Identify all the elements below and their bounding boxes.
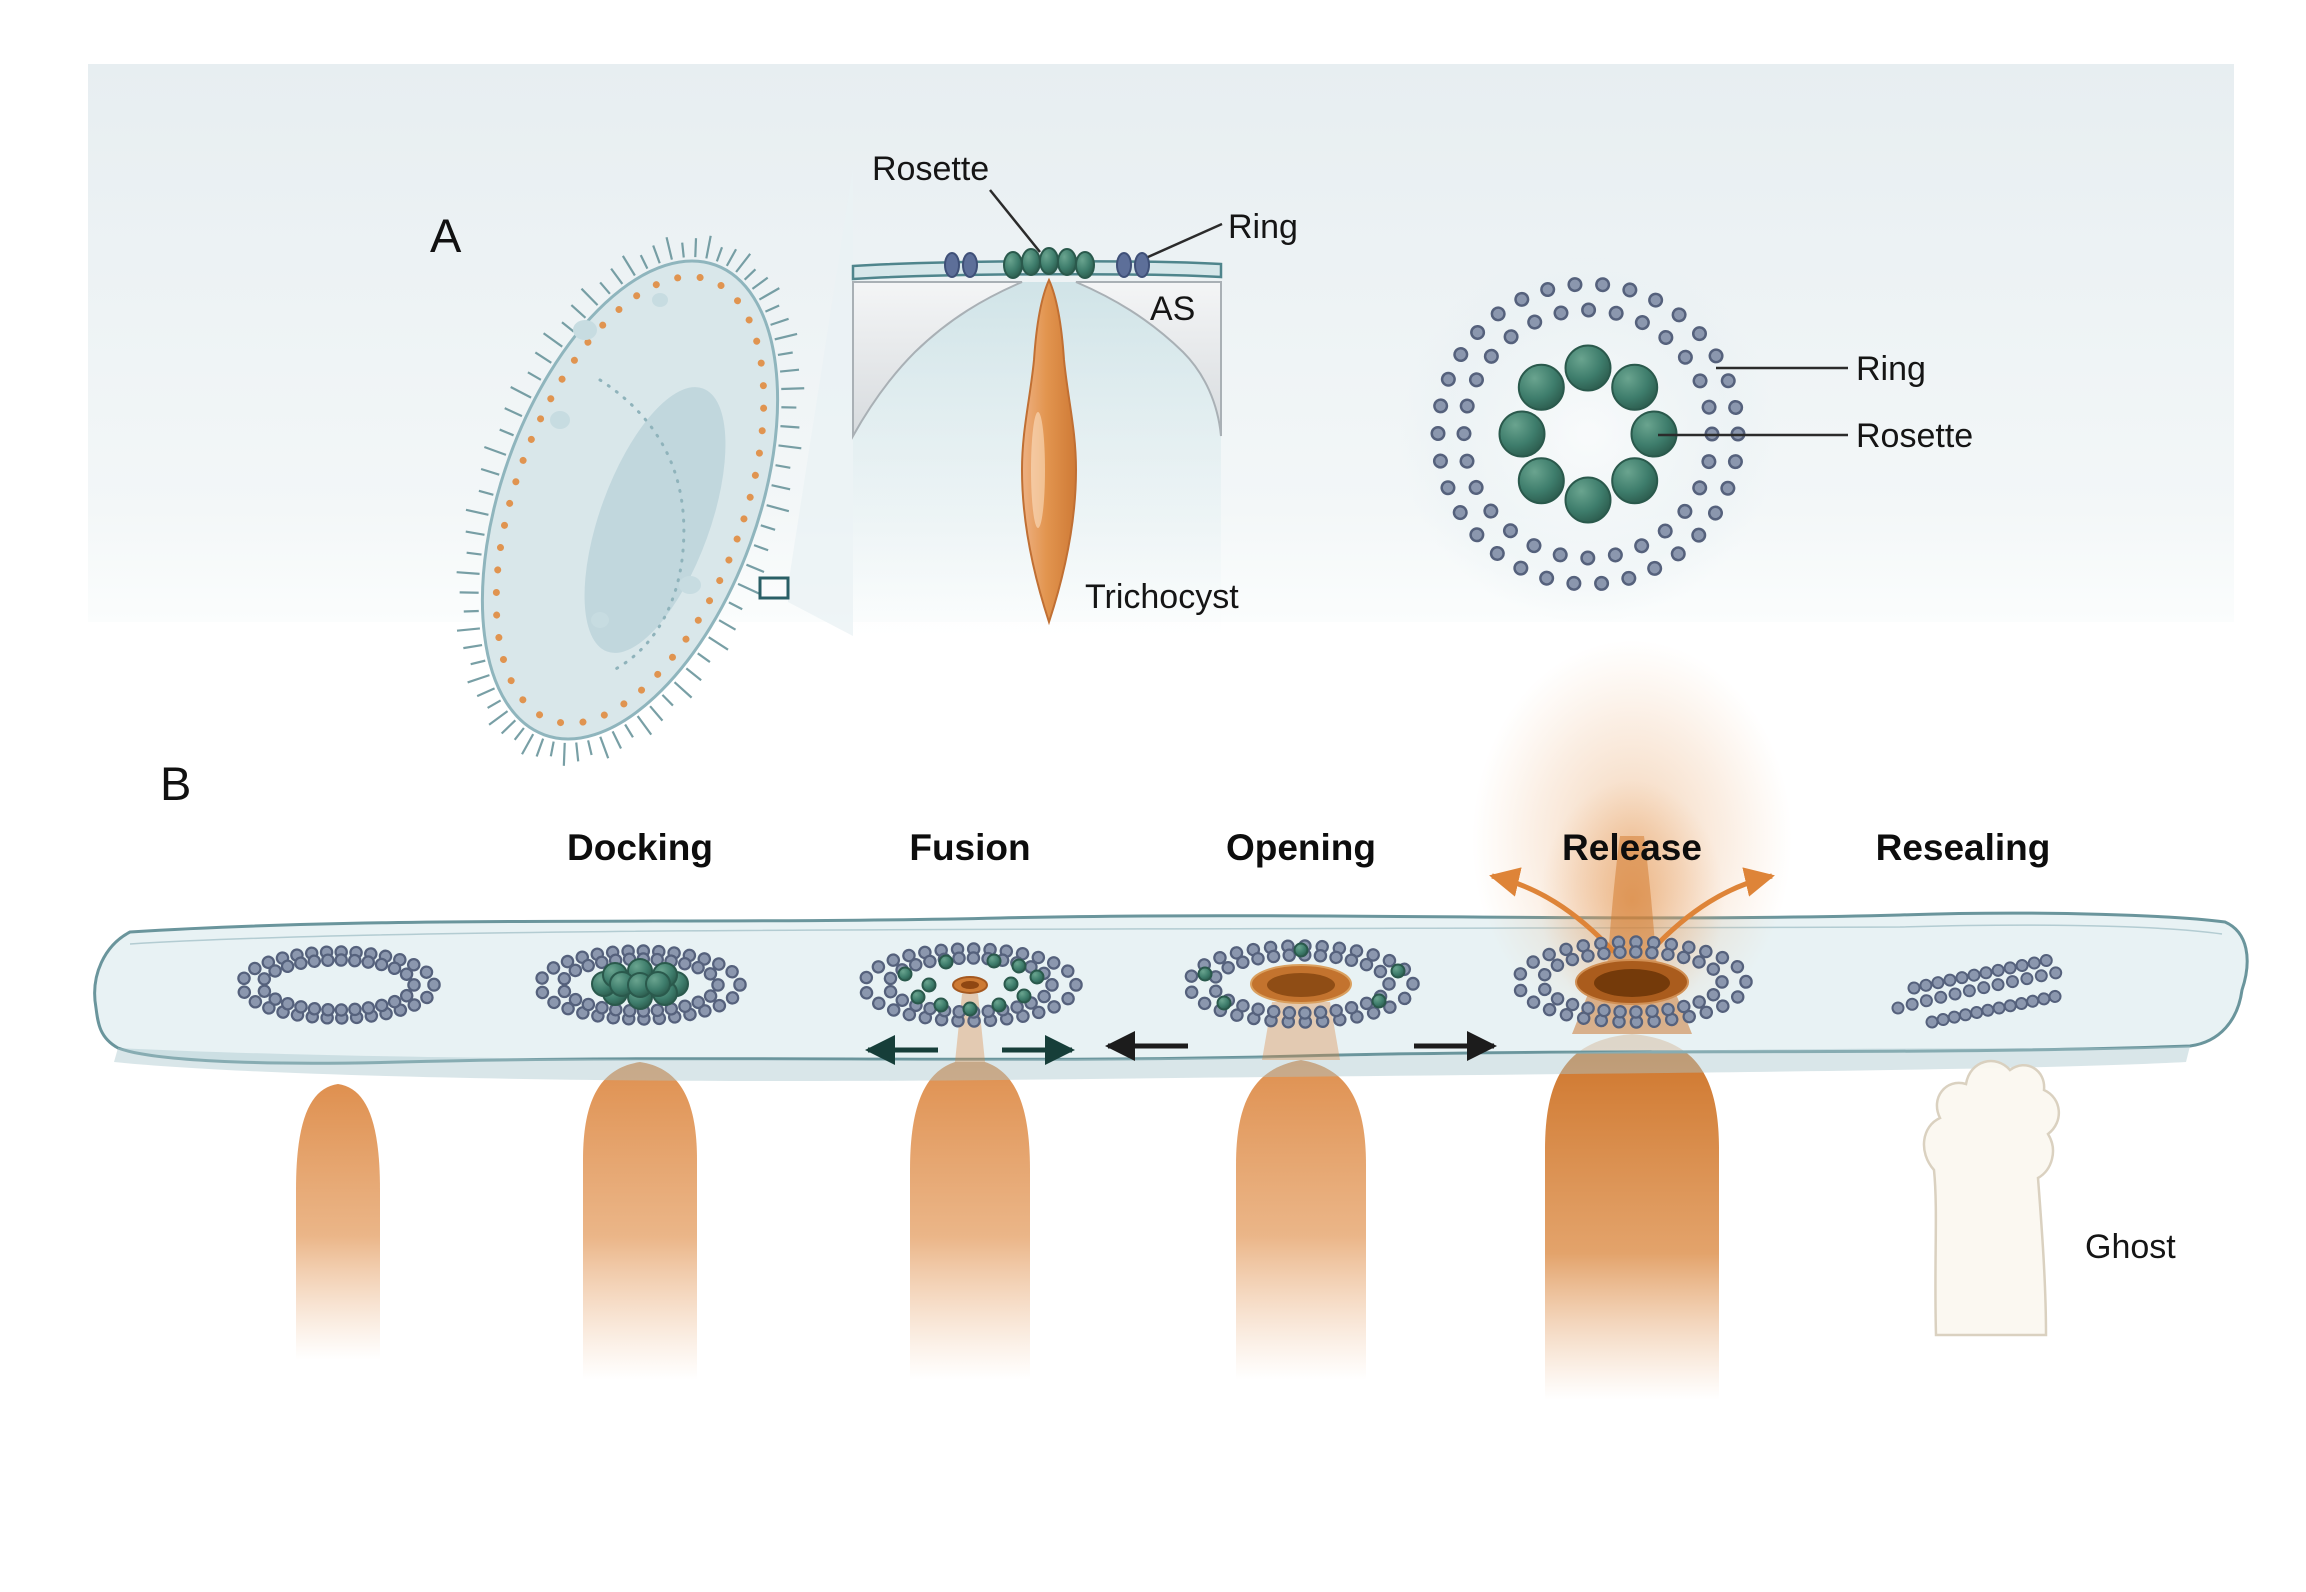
stage-fusion: [857, 942, 1083, 1065]
cilia-hairs: [456, 235, 805, 766]
rosette-particle: [1003, 251, 1023, 279]
ring-label: Ring: [1228, 208, 1298, 246]
stage-title-docking: Docking: [567, 827, 713, 868]
membrane-front-edge: [114, 1046, 2190, 1082]
rosette-ball: [1564, 476, 1612, 524]
alveolar-sac-right: [1075, 281, 1222, 437]
trichocyst-body: [1020, 277, 1078, 626]
cell-spot: [591, 612, 609, 628]
panel-a-label: A: [430, 209, 462, 262]
paramecium-illustration: [456, 235, 805, 766]
release-arrow-right-icon: [1648, 867, 1775, 954]
rosette-ball: [1611, 457, 1659, 505]
gullet-dotted-line: [598, 378, 686, 674]
ring-particle: [1134, 252, 1150, 278]
trichocyst-column-approaching: [296, 1084, 380, 1360]
zoom-box-marker: [758, 576, 790, 600]
dispersing-rosette-particles: [897, 953, 1045, 1017]
paramecium-inner-region: [584, 387, 726, 653]
rosette-leader-line: [989, 189, 1041, 253]
trichocyst-column-release: [1545, 1034, 1719, 1400]
stage-resting: [235, 945, 441, 1025]
rosette-ball: [1611, 363, 1659, 411]
cell-spot: [573, 320, 597, 340]
zoom-cone: [788, 168, 853, 636]
cell-spot: [550, 411, 570, 429]
stage-resealing: [1891, 951, 2077, 1337]
stage-release: [1511, 935, 1753, 1029]
rosette-particle: [1039, 247, 1059, 275]
trichocyst-dotted-ring: [492, 273, 768, 727]
rosette-particle: [1021, 248, 1041, 276]
rosette-ball: [1564, 344, 1612, 392]
membrane-cross-section: [851, 189, 1223, 638]
cell-spot: [679, 576, 701, 594]
cell-spot: [652, 293, 668, 307]
membrane-inner-line: [129, 924, 2223, 945]
stage-opening: [1105, 939, 1497, 1061]
trichocyst-column-opening: [1236, 1060, 1366, 1380]
ring-particle: [944, 252, 960, 278]
rosette-ball: [1498, 410, 1546, 458]
topview-halo: [1400, 246, 1776, 622]
ring-particle: [962, 252, 978, 278]
rosette-ball: [1517, 363, 1565, 411]
trichocyst-columns: [296, 1034, 1719, 1400]
topview-rosette-label: Rosette: [1856, 417, 1973, 455]
rosette-particle: [1057, 248, 1077, 276]
trichocyst-label: Trichocyst: [1085, 578, 1239, 616]
stage-title-resealing: Resealing: [1876, 827, 2051, 868]
ring-rosette-top-view: [1400, 246, 1848, 622]
ghost-label: Ghost: [2085, 1228, 2176, 1266]
panel-b-label: B: [160, 757, 191, 810]
ring-particle: [1116, 252, 1132, 278]
trichocyst-column-docking: [583, 1062, 697, 1380]
rosette-ball: [1517, 457, 1565, 505]
topview-ring-label: Ring: [1856, 350, 1926, 388]
stage-title-opening: Opening: [1226, 827, 1376, 868]
ring-leader-line: [1147, 222, 1223, 259]
as-label: AS: [1150, 290, 1195, 328]
trichocyst-highlight: [1031, 412, 1045, 528]
stage-title-release: Release: [1562, 827, 1702, 868]
trichocyst-column-fusion: [910, 1062, 1030, 1380]
alveolar-sac-left: [852, 281, 1023, 440]
ghost-trichocyst: [1922, 1059, 2060, 1337]
stage-title-fusion: Fusion: [909, 827, 1030, 868]
rosette-particle: [1075, 251, 1095, 279]
rosette-label: Rosette: [872, 150, 989, 188]
stage-docking: [533, 944, 747, 1026]
